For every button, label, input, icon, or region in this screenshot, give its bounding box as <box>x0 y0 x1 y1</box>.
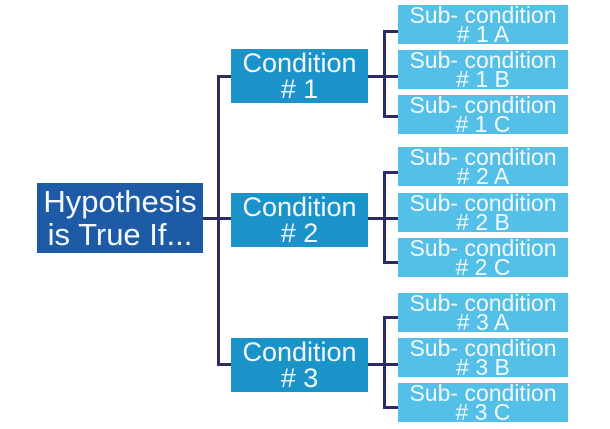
sub-condition-2c-node: Sub- condition # 2 C <box>398 234 568 280</box>
connector-trunk-vertical <box>217 75 220 366</box>
sub-condition-2b-node: Sub- condition # 2 B <box>398 189 568 235</box>
sub-condition-3c-label-line1: Sub- condition <box>409 379 557 406</box>
sub-condition-2a-label-line2: # 2 A <box>456 162 510 189</box>
condition-2-label-line1: Condition <box>242 192 357 222</box>
sub-condition-1b-node: Sub- condition # 1 B <box>398 46 568 92</box>
condition-3-label-line2: # 3 <box>280 363 319 393</box>
connector-bracket-group-1 <box>383 30 386 118</box>
condition-1-label-line1: Condition <box>242 48 357 78</box>
sub-condition-3c-node: Sub- condition # 3 C <box>398 379 568 425</box>
connector-stub-sub-2c <box>383 261 398 264</box>
sub-condition-3b-node: Sub- condition # 3 B <box>398 334 568 380</box>
connector-elbow-condition-3 <box>217 363 231 366</box>
sub-condition-1a-node: Sub- condition # 1 A <box>398 1 568 47</box>
sub-condition-2c-label-line2: # 2 C <box>455 253 511 280</box>
condition-2-label-line2: # 2 <box>280 218 319 248</box>
condition-2-node: Condition # 2 <box>231 193 368 247</box>
connector-bracket-group-3 <box>383 316 386 409</box>
connector-stub-sub-1a <box>383 30 398 33</box>
sub-condition-1a-label-line1: Sub- condition <box>409 1 557 28</box>
sub-condition-2c-label-line1: Sub- condition <box>409 234 557 261</box>
sub-condition-1c-label-line2: # 1 C <box>455 110 511 137</box>
root-node-label-line2: is True If... <box>47 217 193 252</box>
condition-3-node: Condition # 3 <box>231 338 368 392</box>
condition-3-label-line1: Condition <box>242 337 357 367</box>
sub-condition-3a-label-line1: Sub- condition <box>409 289 557 316</box>
sub-condition-2a-label-line1: Sub- condition <box>409 143 557 170</box>
sub-condition-3c-label-line2: # 3 C <box>455 398 511 425</box>
sub-condition-2b-label-line1: Sub- condition <box>409 189 557 216</box>
sub-condition-3b-label-line1: Sub- condition <box>409 334 557 361</box>
sub-condition-3a-node: Sub- condition # 3 A <box>398 289 568 335</box>
condition-1-node: Condition # 1 <box>231 49 368 103</box>
root-node-label-line1: Hypothesis <box>43 184 197 219</box>
sub-condition-3a-label-line2: # 3 A <box>456 308 510 335</box>
sub-condition-1a-label-line2: # 1 A <box>456 20 510 47</box>
root-node-hypothesis: Hypothesis is True If... <box>37 183 203 253</box>
sub-condition-1b-label-line2: # 1 B <box>456 65 510 92</box>
connector-stub-sub-2a <box>383 171 398 174</box>
connector-stub-sub-3a <box>383 316 398 319</box>
connector-stub-sub-3c <box>383 406 398 409</box>
sub-condition-1c-node: Sub- condition # 1 C <box>398 91 568 137</box>
connector-stub-sub-1c <box>383 115 398 118</box>
connector-elbow-condition-1 <box>217 75 231 78</box>
connector-bracket-group-2 <box>383 171 386 264</box>
sub-condition-1b-label-line1: Sub- condition <box>409 46 557 73</box>
sub-condition-3b-label-line2: # 3 B <box>456 353 510 380</box>
condition-1-label-line2: # 1 <box>280 74 319 104</box>
sub-condition-2a-node: Sub- condition # 2 A <box>398 143 568 189</box>
sub-condition-2b-label-line2: # 2 B <box>456 208 510 235</box>
sub-condition-1c-label-line1: Sub- condition <box>409 91 557 118</box>
